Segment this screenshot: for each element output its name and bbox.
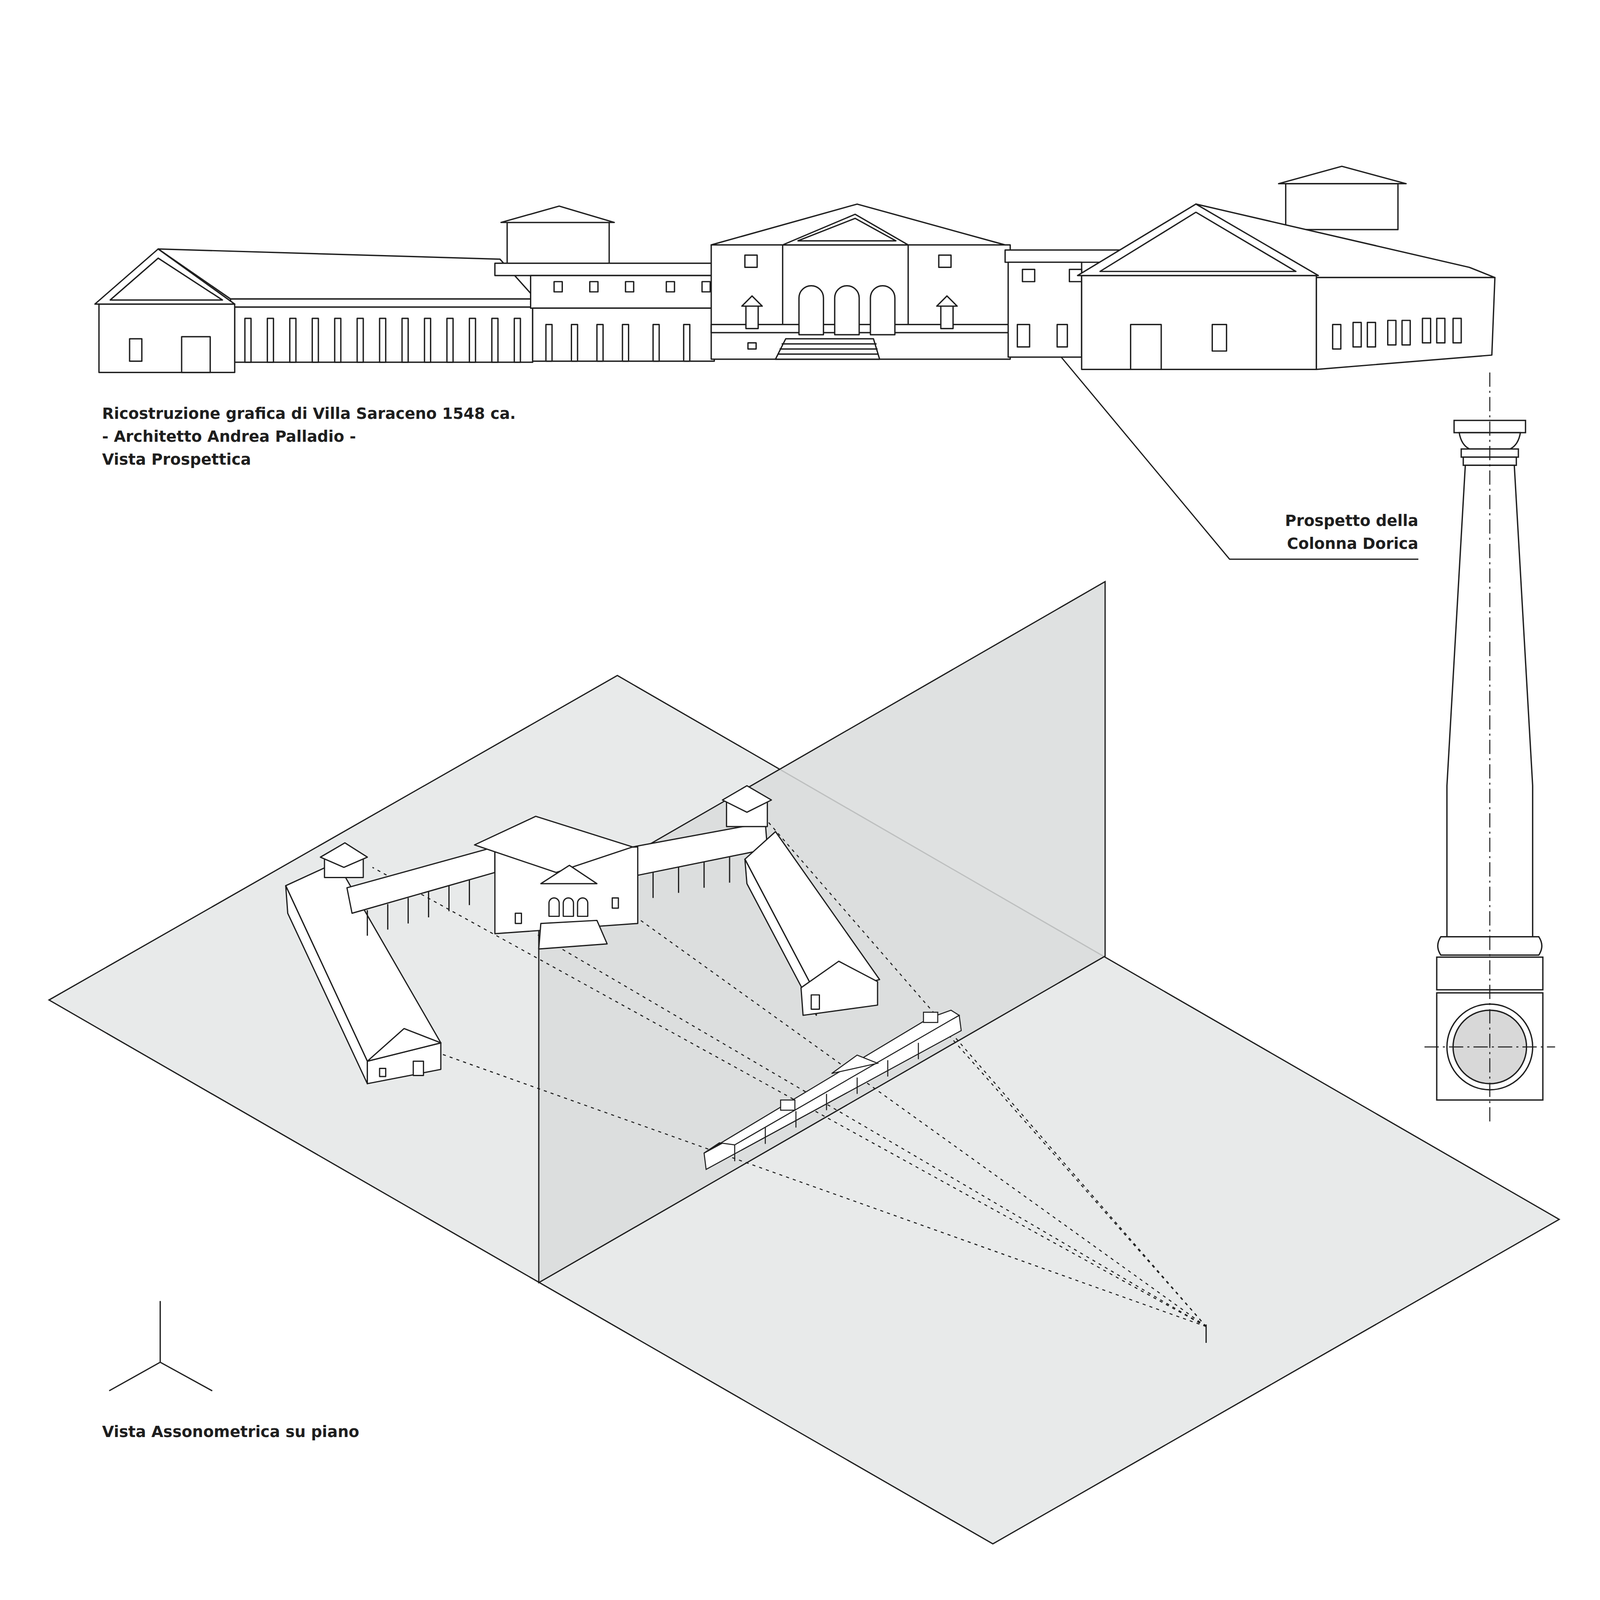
projected-image xyxy=(704,1010,962,1170)
axis-line xyxy=(1424,372,1555,1125)
callout-label: Prospetto della Colonna Dorica xyxy=(1239,509,1419,555)
leader-line xyxy=(1061,357,1419,560)
drawing-title: Ricostruzione grafica di Villa Saraceno … xyxy=(102,402,516,425)
drawing-subtitle: Vista Prospettica xyxy=(102,447,252,471)
drawing-title: Vista Assonometrica su piano xyxy=(102,1420,360,1443)
projection-ray xyxy=(372,816,1207,1327)
drawing-subtitle: - Architetto Andrea Palladio - xyxy=(102,425,356,448)
axonometric-villa xyxy=(285,785,880,1084)
eye-point xyxy=(1205,1324,1207,1343)
picture-plane xyxy=(538,581,1105,1283)
perspective-elevation xyxy=(95,166,1495,373)
axes-symbol xyxy=(109,1300,213,1391)
